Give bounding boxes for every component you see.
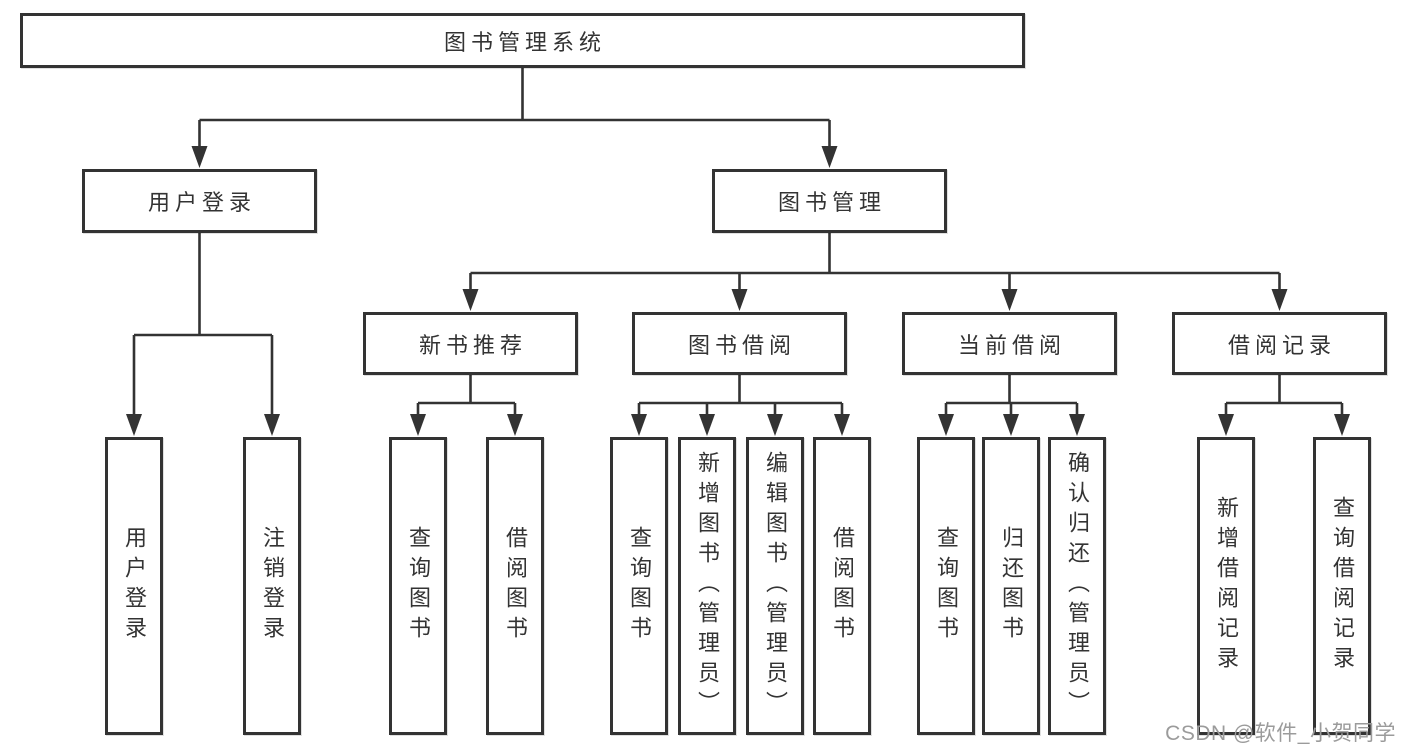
leaf-label: 注销登录 [260,526,285,646]
node-borrowing-records: 借阅记录 [1172,312,1387,375]
leaf-query-books-borrowing: 查询图书 [610,437,668,735]
leaf-label: 借阅图书 [830,526,855,646]
node-book-management: 图书管理 [712,169,947,233]
leaf-label: 借阅图书 [503,526,528,646]
node-library-management-system: 图书管理系统 [20,13,1025,68]
node-label: 新书推荐 [418,332,527,358]
node-label: 图书管理 [777,190,886,215]
node-label: 借阅记录 [1227,332,1336,358]
arrowheads [126,146,1350,436]
node-current-borrowing: 当前借阅 [902,312,1117,375]
leaf-logout: 注销登录 [243,437,301,735]
leaf-query-borrow-record: 查询借阅记录 [1313,437,1371,735]
leaf-query-books-recommend: 查询图书 [389,437,447,735]
leaf-label: 归还图书 [999,526,1024,646]
node-user-login: 用户登录 [82,169,317,233]
leaf-add-borrow-record: 新增借阅记录 [1197,437,1255,735]
csdn-watermark: CSDN @软件_小贺同学 [1165,722,1396,745]
leaf-label: 用户登录 [122,526,147,646]
node-label: 用户登录 [147,190,256,215]
leaf-borrow-books-recommend: 借阅图书 [486,437,544,735]
node-label: 图书借阅 [687,332,796,358]
node-book-borrowing: 图书借阅 [632,312,847,375]
leaf-label: 新增图书（管理员） [695,451,720,721]
leaf-label: 查询图书 [934,526,959,646]
leaf-borrow-books: 借阅图书 [813,437,871,735]
leaf-return-books: 归还图书 [982,437,1040,735]
leaf-label: 查询借阅记录 [1330,496,1355,676]
leaf-label: 查询图书 [406,526,431,646]
leaf-confirm-return-admin: 确认归还（管理员） [1048,437,1106,735]
leaf-user-login: 用户登录 [105,437,163,735]
leaf-label: 查询图书 [627,526,652,646]
leaf-label: 编辑图书（管理员） [763,451,788,721]
leaf-edit-books-admin: 编辑图书（管理员） [746,437,804,735]
leaf-query-books-current: 查询图书 [917,437,975,735]
leaf-add-books-admin: 新增图书（管理员） [678,437,736,735]
leaf-label: 确认归还（管理员） [1065,451,1090,721]
leaf-label: 新增借阅记录 [1214,496,1239,676]
node-label: 当前借阅 [957,332,1066,358]
node-new-book-recommend: 新书推荐 [363,312,578,375]
node-label: 图书管理系统 [443,29,606,55]
